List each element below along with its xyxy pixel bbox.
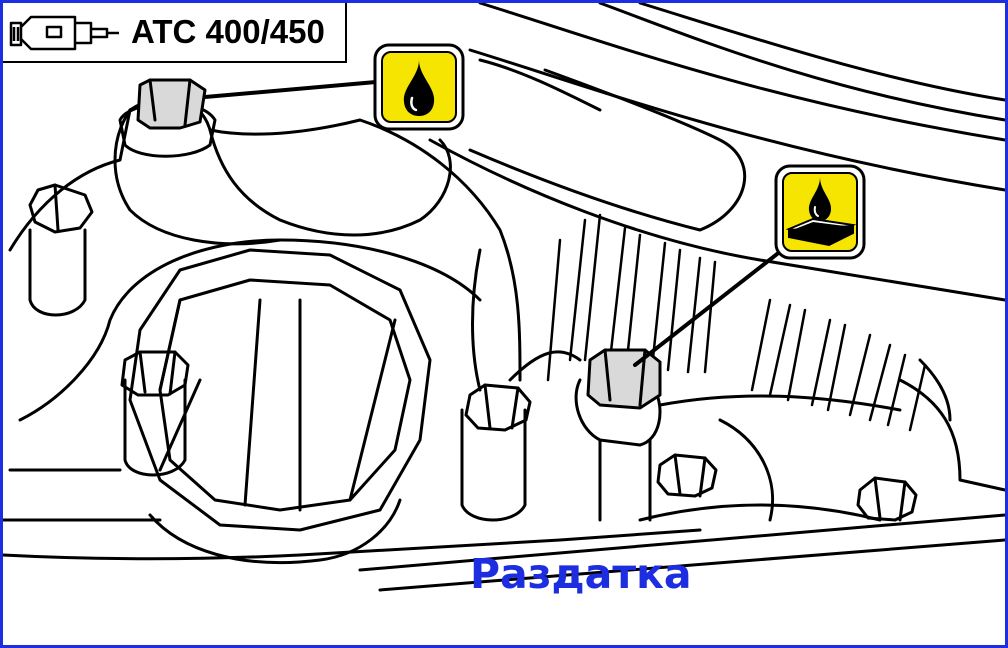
fill-plug-leader	[203, 80, 378, 99]
transfer-case-icon	[9, 15, 119, 51]
model-label: ATC 400/450	[131, 13, 325, 50]
drain-plug-leader	[633, 238, 797, 367]
bolt-3	[460, 383, 532, 522]
oil-pan-drain-icon	[773, 163, 867, 261]
fill-plug	[118, 78, 217, 158]
upper-housing-outline	[428, 1, 1007, 302]
component-label: Раздатка	[470, 550, 692, 598]
bolt-2	[120, 350, 190, 477]
drain-plug	[574, 348, 662, 522]
octagonal-dome	[128, 248, 432, 532]
case-body	[1, 96, 1007, 592]
bolt-1	[28, 183, 94, 317]
oil-drop-icon	[372, 42, 466, 132]
bolt-4	[656, 453, 718, 498]
bolt-5	[856, 476, 918, 522]
model-header: ATC 400/450	[3, 3, 347, 63]
